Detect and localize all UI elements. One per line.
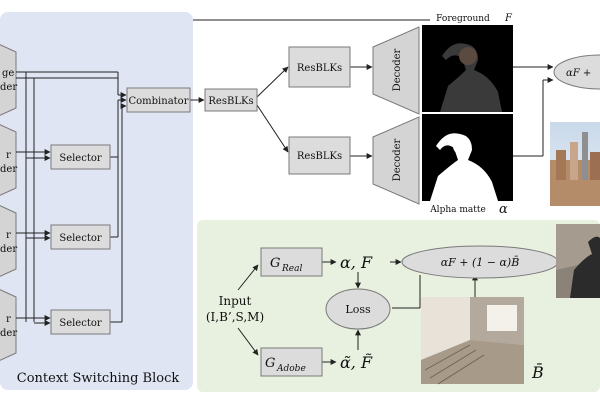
- foreground-symbol: F: [504, 13, 513, 24]
- trapezoid-encoder-icon: [0, 124, 17, 196]
- decoder-top: Decoder: [372, 26, 420, 115]
- encoder-1: ge der: [0, 44, 17, 116]
- foreground-label: Foreground: [436, 14, 490, 24]
- composite-ellipse-top: αF +: [553, 54, 600, 90]
- encoder-1-line1: ge: [2, 68, 14, 79]
- encoder-4: r der: [0, 289, 17, 361]
- combinator-label: Combinator: [129, 96, 189, 107]
- context-wiring: [16, 64, 554, 326]
- lower-composite-photo: [556, 224, 600, 298]
- resblk-main-box: ResBLKs: [204, 88, 258, 112]
- decoder-bottom: Decoder: [372, 116, 420, 205]
- decoder-top-label: Decoder: [392, 48, 403, 91]
- background-symbol: B̄: [531, 361, 544, 382]
- resblk-top-box: ResBLKs: [288, 46, 351, 88]
- trapezoid-encoder-icon: [0, 205, 17, 277]
- real-outputs: α, F: [340, 253, 373, 272]
- encoder-3-line2: der: [0, 244, 17, 255]
- composite-ellipse: αF + (1 − α)B̄: [401, 245, 559, 279]
- selector-1: Selector: [50, 144, 111, 170]
- encoder-4-line2: der: [0, 328, 17, 339]
- selector-1-label: Selector: [59, 153, 102, 164]
- encoder-2-line1: r: [6, 150, 11, 161]
- g-adobe-base: G: [265, 356, 275, 371]
- alpha-symbol: α: [499, 202, 508, 217]
- selector-3: Selector: [50, 309, 111, 335]
- trapezoid-encoder-icon: [0, 44, 17, 116]
- encoder-4-line1: r: [6, 314, 11, 325]
- encoder-2: r der: [0, 124, 17, 196]
- g-real-base: G: [270, 256, 280, 271]
- foreground-image: [422, 25, 513, 113]
- g-adobe-sub: Adobe: [276, 364, 306, 374]
- input-label: Input (I,B’,S,M): [206, 294, 264, 324]
- person-silhouette-icon: [440, 43, 502, 113]
- input-line1: Input: [219, 294, 252, 308]
- person-matte-icon: [430, 133, 498, 201]
- adobe-outputs: α̃, F̃: [340, 353, 373, 372]
- context-block-label: Context Switching Block: [17, 371, 180, 386]
- encoder-3: r der: [0, 205, 17, 277]
- training-wiring: [237, 259, 576, 365]
- encoder-2-line2: der: [0, 164, 17, 175]
- selector-2-label: Selector: [59, 233, 102, 244]
- g-real-box: G Real: [260, 247, 323, 277]
- resblk-main-label: ResBLKs: [208, 96, 253, 107]
- decoder-bottom-label: Decoder: [392, 138, 403, 181]
- resblk-bottom-label: ResBLKs: [297, 151, 342, 162]
- composited-photo: [550, 122, 600, 206]
- alpha-matte-label: Alpha matte: [429, 205, 486, 215]
- person-silhouette-icon: [570, 236, 600, 298]
- g-real-sub: Real: [281, 264, 302, 274]
- alpha-matte-image: [422, 114, 513, 201]
- g-adobe-box: G Adobe: [260, 347, 323, 377]
- resblk-bottom-box: ResBLKs: [288, 136, 351, 175]
- combinator-box: Combinator: [126, 87, 191, 113]
- loss-ellipse: Loss: [325, 288, 391, 330]
- encoder-3-line1: r: [6, 230, 11, 241]
- resblk-top-label: ResBLKs: [297, 63, 342, 74]
- selector-3-label: Selector: [59, 318, 102, 329]
- input-line2: (I,B’,S,M): [206, 310, 264, 324]
- composite-formula: αF + (1 − α)B̄: [441, 256, 520, 269]
- selector-2: Selector: [50, 224, 111, 250]
- background-photo: [421, 297, 524, 385]
- composite-partial-label: αF +: [566, 68, 591, 79]
- loss-label: Loss: [345, 303, 371, 316]
- trapezoid-encoder-icon: [0, 289, 17, 361]
- encoder-1-line2: der: [0, 82, 17, 93]
